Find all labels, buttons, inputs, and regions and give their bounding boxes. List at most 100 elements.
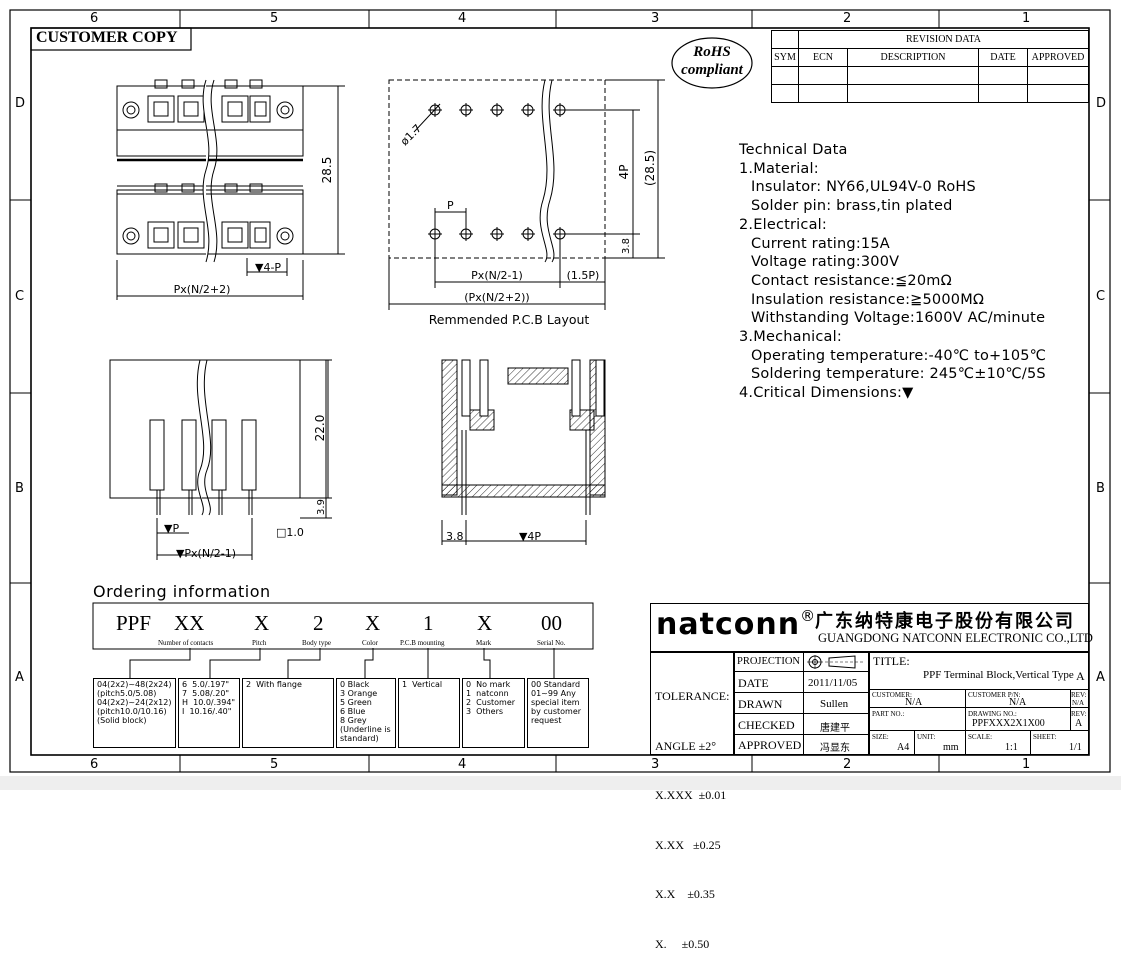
tolerance-list: TOLERANCE: ANGLE ±2° X.XXX ±0.01 X.XX ±0… (655, 655, 729, 969)
pcb-3-8-dim: 3.8 (621, 238, 632, 254)
row-label-d: D (15, 96, 26, 111)
col-label-3: 3 (651, 11, 660, 26)
side-pxn1-dim: ▼Px(N/2-1) (176, 547, 236, 560)
tech-line: Voltage rating:300V (751, 254, 900, 271)
row-label-c: C (15, 289, 25, 304)
pcb-pxn2-dim: (Px(N/2+2)) (464, 291, 529, 304)
tech-line: 4.Critical Dimensions:▼ (739, 385, 914, 402)
tech-line: Contact resistance:≦20mΩ (751, 272, 952, 289)
col-label-4: 4 (458, 11, 467, 26)
tech-line: Operating temperature:-40℃ to+105℃ (751, 347, 1047, 364)
rev-col-approved: APPROVED (1027, 48, 1089, 67)
front-pitch-dim: ▼4-P (255, 261, 281, 274)
technical-data-heading: Technical Data (739, 142, 848, 158)
date-value: 2011/11/05 (808, 677, 858, 689)
company-en: GUANGDONG NATCONN ELECTRONIC CO.,LTD (818, 631, 1093, 645)
customer-pn-value: N/A (1009, 697, 1027, 708)
side-p-dim: ▼P (164, 522, 179, 535)
rev-col-ecn: ECN (798, 48, 848, 67)
order-label-contacts: Number of contacts (158, 639, 214, 647)
company-cn: 广东纳特康电子股份有限公司 (815, 611, 1075, 632)
tolerance-label: TOLERANCE: (655, 689, 730, 703)
title-rev: A (1076, 669, 1085, 683)
rev2-label: REV: (1071, 710, 1087, 718)
col-label-1-bottom: 1 (1022, 757, 1031, 772)
order-code-contacts: XX (174, 611, 205, 635)
pcb-1-5p-dim: (1.5P) (567, 269, 600, 282)
outer-frame (9, 9, 1111, 773)
order-box-mounting: 1 Vertical (398, 678, 460, 748)
pcb-4p-dim: 4P (617, 165, 631, 180)
rev-col-date: DATE (978, 48, 1028, 67)
revision-title: REVISION DATA (798, 30, 1089, 49)
checked-label: CHECKED (738, 718, 795, 732)
inner-frame (30, 27, 1090, 756)
order-box-serial: 00 Standard 01~99 Any special item by cu… (527, 678, 589, 748)
drawn-label: DRAWN (738, 697, 783, 711)
order-label-serial: Serial No. (537, 639, 566, 647)
rev-col-description: DESCRIPTION (847, 48, 979, 67)
projection-label: PROJECTION (737, 656, 801, 667)
tolerance-box (650, 652, 734, 755)
grid-ticks (10, 10, 1110, 772)
tech-line: 1.Material: (739, 160, 819, 177)
approved-label: APPROVED (738, 738, 802, 752)
tolerance-angle: ANGLE ±2° (655, 738, 717, 753)
pcb-p-dim: P (447, 199, 454, 212)
revision-table: REVISION DATA SYM ECN DESCRIPTION DATE A… (771, 30, 1089, 103)
signoff-table: PROJECTION DATE 2011/11/05 DRAWN Sullen … (734, 652, 869, 755)
order-label-body: Body type (302, 639, 331, 647)
tech-line: Current rating:15A (751, 235, 890, 252)
customer-value: N/A (905, 697, 923, 708)
technical-data: Technical Data 1.Material: Insulator: NY… (739, 141, 1099, 403)
drawing-no-label: DRAWING NO.: (968, 710, 1017, 718)
unit-label: UNIT: (917, 733, 936, 741)
pcb-caption: Remmended P.C.B Layout (429, 312, 590, 327)
customer-pn-label: CUSTOMER P/N: (968, 691, 1021, 699)
tech-line: 2.Electrical: (739, 216, 827, 233)
order-label-mounting: P.C.B mounting (400, 639, 445, 647)
front-width-dim: Px(N/2+2) (174, 283, 231, 296)
order-box-body: 2 With flange (242, 678, 334, 748)
order-code-pitch: X (254, 611, 270, 635)
tolerance-xx: X.X ±0.35 (655, 887, 715, 901)
registered-mark: ® (800, 607, 817, 625)
rev-value: N/A (1072, 699, 1085, 707)
tech-line: Solder pin: brass,tin plated (751, 198, 953, 215)
col-label-6: 6 (90, 11, 99, 26)
tolerance-xxxx: X.XXX ±0.01 (655, 788, 727, 802)
front-view (116, 79, 345, 300)
order-code-prefix: PPF (116, 611, 152, 635)
title-info: TITLE: PPF Terminal Block,Vertical Type … (869, 652, 1089, 755)
col-label-3-bottom: 3 (651, 757, 660, 772)
col-label-5: 5 (270, 11, 279, 26)
title-block-header (650, 603, 1089, 652)
ordering-heading: Ordering information (93, 582, 271, 601)
sheet-label: SHEET: (1033, 733, 1057, 741)
customer-label: CUSTOMER: (872, 691, 912, 699)
pcb-pxn1-dim: Px(N/2-1) (471, 269, 523, 282)
drawing-no-value: PPFXXX2X1X00 (972, 718, 1045, 729)
order-box-contacts: 04(2x2)~48(2x24) (pitch5.0/5.08) 04(2x2)… (93, 678, 176, 748)
order-label-color: Color (362, 639, 378, 647)
col-label-1: 1 (1022, 11, 1031, 26)
order-box-pitch: 6 5.0/.197" 7 5.08/.20" H 10.0/.394" I 1… (178, 678, 240, 748)
ordering-frame (92, 602, 594, 678)
title-label: TITLE: (873, 654, 910, 668)
order-box-mark: 0 No mark 1 natconn 2 Customer 3 Others (462, 678, 525, 748)
col-label-5-bottom: 5 (270, 757, 279, 772)
order-code-mounting: 1 (423, 611, 434, 635)
title-value: PPF Terminal Block,Vertical Type (923, 669, 1074, 681)
order-code-mark: X (477, 611, 493, 635)
pcb-layout (388, 79, 665, 310)
row-label-d-right: D (1096, 96, 1107, 111)
side-22-0-dim: 22.0 (313, 415, 327, 442)
rev2-value: A (1075, 718, 1083, 729)
row-label-b: B (15, 481, 24, 496)
order-box-color: 0 Black 3 Orange 5 Green 6 Blue 8 Grey (… (336, 678, 396, 748)
side-sq-dim: □1.0 (276, 526, 304, 539)
scale-value: 1:1 (1005, 742, 1018, 753)
bottom-strip (0, 776, 1121, 790)
drawn-value: Sullen (820, 698, 849, 710)
row-label-c-right: C (1096, 289, 1106, 304)
